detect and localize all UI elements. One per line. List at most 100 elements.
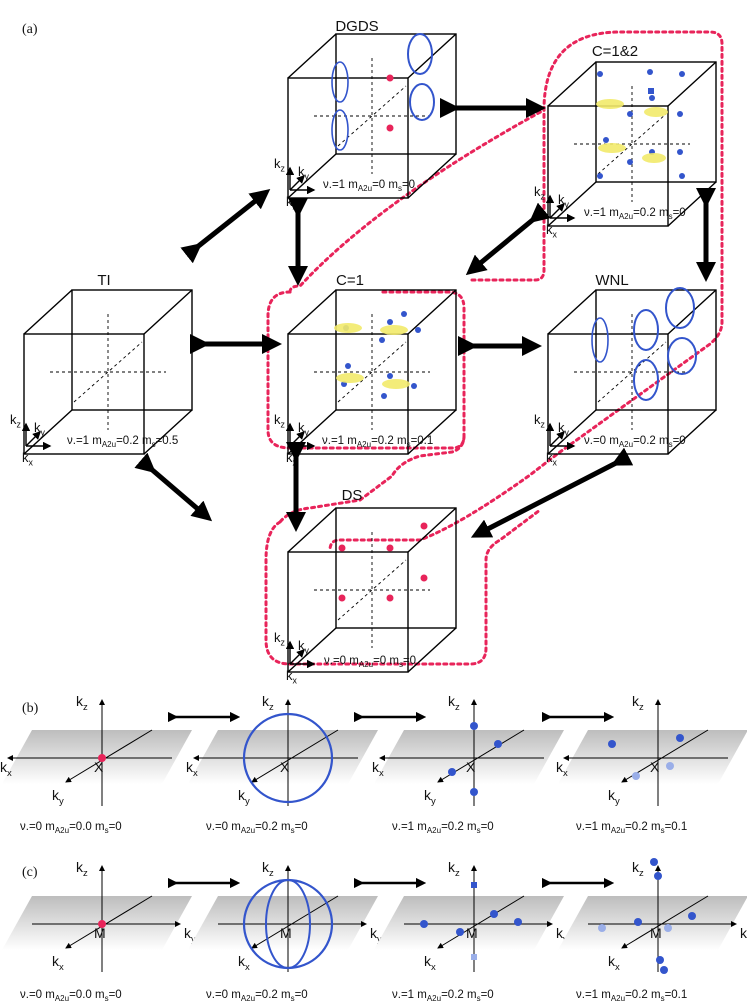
dirac-point xyxy=(338,594,346,602)
kz-label: kz xyxy=(534,412,545,430)
kx-label: kx xyxy=(238,953,250,973)
kx-label: kx xyxy=(556,759,568,779)
local-ky-axis xyxy=(289,175,305,191)
ky-label: ky xyxy=(740,925,747,945)
high-symmetry-point-label: M xyxy=(650,925,662,941)
region-outline-c1-top xyxy=(288,108,546,294)
k-plane xyxy=(188,730,378,784)
cube-parameters: ν.=1 mA2u=0.2 ms=0.5 xyxy=(67,435,178,449)
kz-label: kz xyxy=(76,859,88,879)
weyl-point xyxy=(490,910,498,918)
row-b-params-1: ν.=0 mA2u=0.0 ms=0 xyxy=(20,821,122,835)
dirac-point xyxy=(338,544,346,552)
high-symmetry-point-label: X xyxy=(280,759,290,775)
weyl-point xyxy=(676,734,684,742)
k-plane xyxy=(374,896,564,950)
charge-plane xyxy=(642,153,666,163)
ky-label: ky xyxy=(34,420,46,438)
weyl-nodal-ring xyxy=(633,309,659,351)
row-b-params-2: ν.=0 mA2u=0.2 ms=0 xyxy=(206,821,308,835)
transition-arrows xyxy=(134,98,716,538)
kx-label: kx xyxy=(372,759,384,779)
kx-axis xyxy=(621,895,709,949)
k-plane xyxy=(558,896,747,950)
cube-edge xyxy=(547,289,597,335)
charge-plane xyxy=(598,143,626,153)
nodal-ring xyxy=(407,33,433,75)
cube-edge xyxy=(547,61,597,107)
weyl-point xyxy=(470,722,478,730)
cube-front-face xyxy=(23,333,145,455)
weyl-point xyxy=(387,373,393,379)
charge-plane xyxy=(382,379,410,389)
cube-edge xyxy=(407,507,457,553)
cube-edge xyxy=(143,289,193,335)
cube-edge xyxy=(287,507,337,553)
row-b-params-3: ν.=1 mA2u=0.2 ms=0 xyxy=(392,821,494,835)
kx-label: kx xyxy=(286,668,298,686)
weyl-node-square xyxy=(648,88,654,94)
kz-label: kz xyxy=(262,859,274,879)
cube-parameters: ν.=1 mA2u=0.2 ms=0 xyxy=(584,207,686,221)
weyl-point xyxy=(494,740,502,748)
kx-label: kx xyxy=(0,759,12,779)
weyl-point xyxy=(679,173,685,179)
weyl-point xyxy=(679,71,685,77)
arrow-ti-dgds xyxy=(180,189,271,264)
panel-label-a: (a) xyxy=(22,22,38,37)
weyl-point xyxy=(627,159,633,165)
ky-label: ky xyxy=(608,787,620,807)
charge-plane xyxy=(644,107,668,117)
nodal-ring xyxy=(265,879,311,969)
k-plane xyxy=(374,730,564,784)
ky-label: ky xyxy=(298,164,310,182)
kz-label: kz xyxy=(448,693,460,713)
k-plane xyxy=(2,896,192,950)
row-c-params-4: ν.=1 mA2u=0.2 ms=0.1 xyxy=(576,989,687,1003)
kx-label: kx xyxy=(186,759,198,779)
weyl-point xyxy=(677,111,683,117)
weyl-point xyxy=(647,69,653,75)
weyl-point xyxy=(634,918,642,926)
dirac-point xyxy=(386,74,394,82)
cube-edge xyxy=(23,409,73,455)
kz-label: kz xyxy=(534,184,545,202)
weyl-node-square xyxy=(471,954,477,960)
dirac-point xyxy=(420,574,428,582)
nodal-ring xyxy=(409,83,435,121)
nodal-ring xyxy=(242,712,334,804)
cube-title: WNL xyxy=(595,272,628,289)
ky-label: ky xyxy=(298,420,310,438)
ky-label: ky xyxy=(424,787,436,807)
kz-label: kz xyxy=(10,412,21,430)
weyl-point xyxy=(379,337,385,343)
high-symmetry-point-label: X xyxy=(650,759,660,775)
k-plane xyxy=(2,730,192,784)
weyl-point xyxy=(597,173,603,179)
cube-title: TI xyxy=(97,272,110,289)
weyl-node-square xyxy=(471,882,477,888)
cube-edge xyxy=(23,289,73,335)
dirac-point xyxy=(98,754,106,762)
weyl-point xyxy=(345,363,351,369)
weyl-point xyxy=(664,924,672,932)
cube-title: C=1 xyxy=(336,272,364,289)
kz-label: kz xyxy=(262,693,274,713)
cube-parameters: ν.=0 mA2u=0.2 ms=0 xyxy=(584,435,686,449)
local-ky-axis xyxy=(25,431,41,447)
cube-back-face xyxy=(595,289,717,411)
nodal-ring xyxy=(331,61,349,103)
local-ky-axis xyxy=(289,649,305,665)
cube-edge xyxy=(407,627,457,673)
kx-label: kx xyxy=(52,953,64,973)
kx-label: kx xyxy=(546,450,558,468)
